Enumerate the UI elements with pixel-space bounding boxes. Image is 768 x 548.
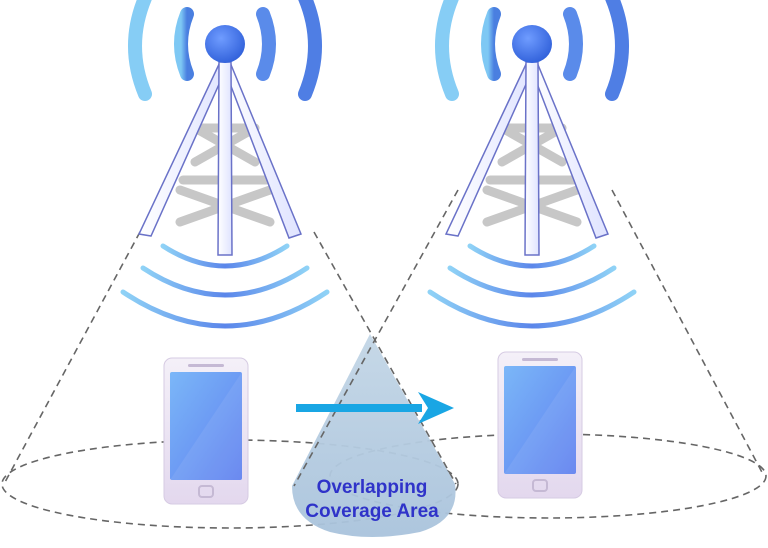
coverage-ellipse-left: [1, 439, 459, 529]
overlap-region: [292, 334, 456, 537]
overlap-label-line2: Coverage Area: [305, 501, 439, 522]
handover-arrow: [296, 392, 454, 424]
overlap-label-line1: Overlapping: [317, 477, 428, 498]
tower-right: [430, 0, 634, 326]
phone-right: [497, 351, 583, 499]
phone-left: [163, 357, 249, 505]
coverage-cone-lines: [3, 189, 765, 487]
tower-left: [123, 0, 327, 326]
